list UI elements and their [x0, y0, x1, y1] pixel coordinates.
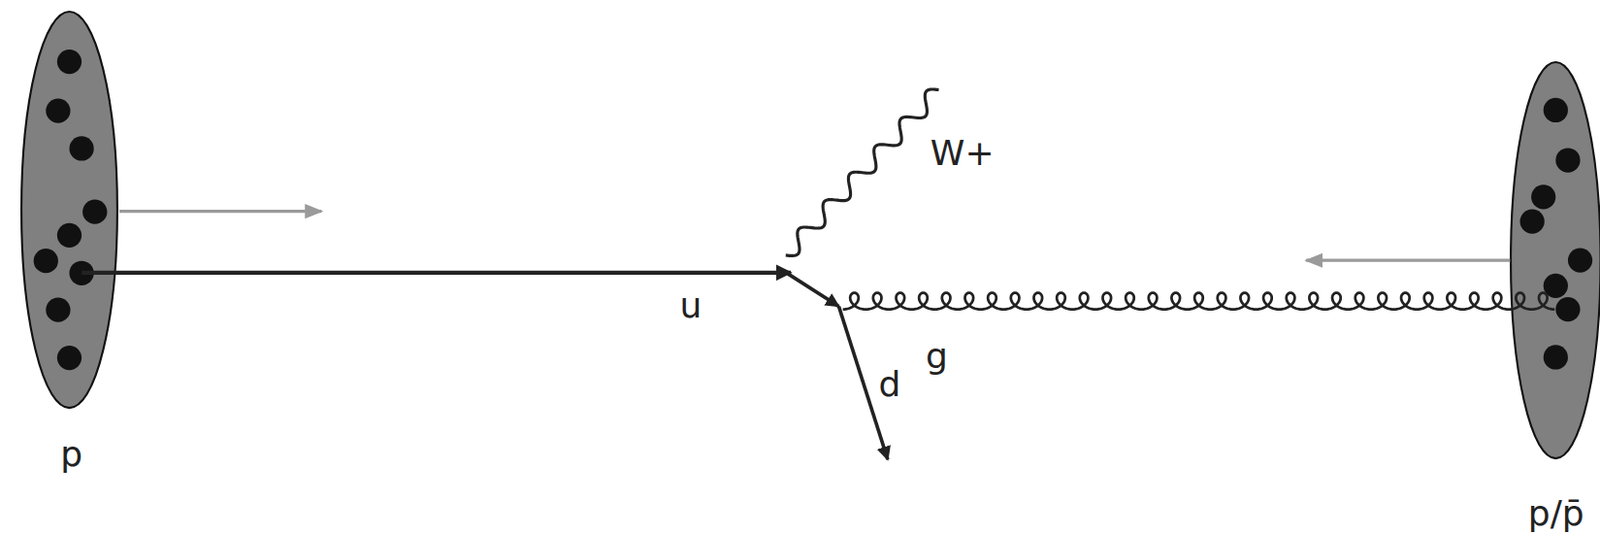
hadron-outline — [1511, 62, 1600, 458]
gluon-line — [843, 293, 1556, 310]
beam-arrow — [1306, 259, 1510, 262]
parton-dot — [69, 135, 95, 161]
parton-dot — [82, 198, 107, 224]
particle-label: d — [879, 366, 902, 402]
w-boson-line — [785, 89, 940, 256]
hadron-ellipse: p/p̄ — [1509, 61, 1600, 459]
particle-label: u — [680, 288, 703, 324]
parton-dot — [1520, 209, 1545, 234]
quark-line — [81, 270, 791, 275]
particle-label: p/p̄ — [1528, 495, 1585, 531]
particle-label: g — [925, 338, 948, 374]
parton-dot — [45, 97, 70, 123]
parton-dot — [57, 344, 82, 369]
particle-label: p — [60, 436, 83, 472]
hadron-outline — [21, 11, 118, 408]
parton-dot — [1556, 147, 1581, 172]
particle-label: W+ — [930, 135, 995, 171]
parton-dot — [1556, 296, 1581, 322]
beam-arrow — [119, 209, 322, 213]
parton-dot — [57, 222, 82, 247]
parton-dot — [1532, 184, 1557, 209]
parton-dot — [1543, 97, 1568, 123]
parton-dot — [45, 296, 70, 322]
parton-dot — [1543, 344, 1568, 369]
hadron-shape — [1509, 61, 1600, 459]
hadron-shape — [20, 10, 119, 409]
parton-dot — [57, 48, 82, 73]
parton-dot — [33, 248, 59, 273]
parton-dot — [1567, 248, 1593, 273]
hadron-ellipse: p — [20, 10, 119, 409]
quark-line — [787, 273, 840, 307]
